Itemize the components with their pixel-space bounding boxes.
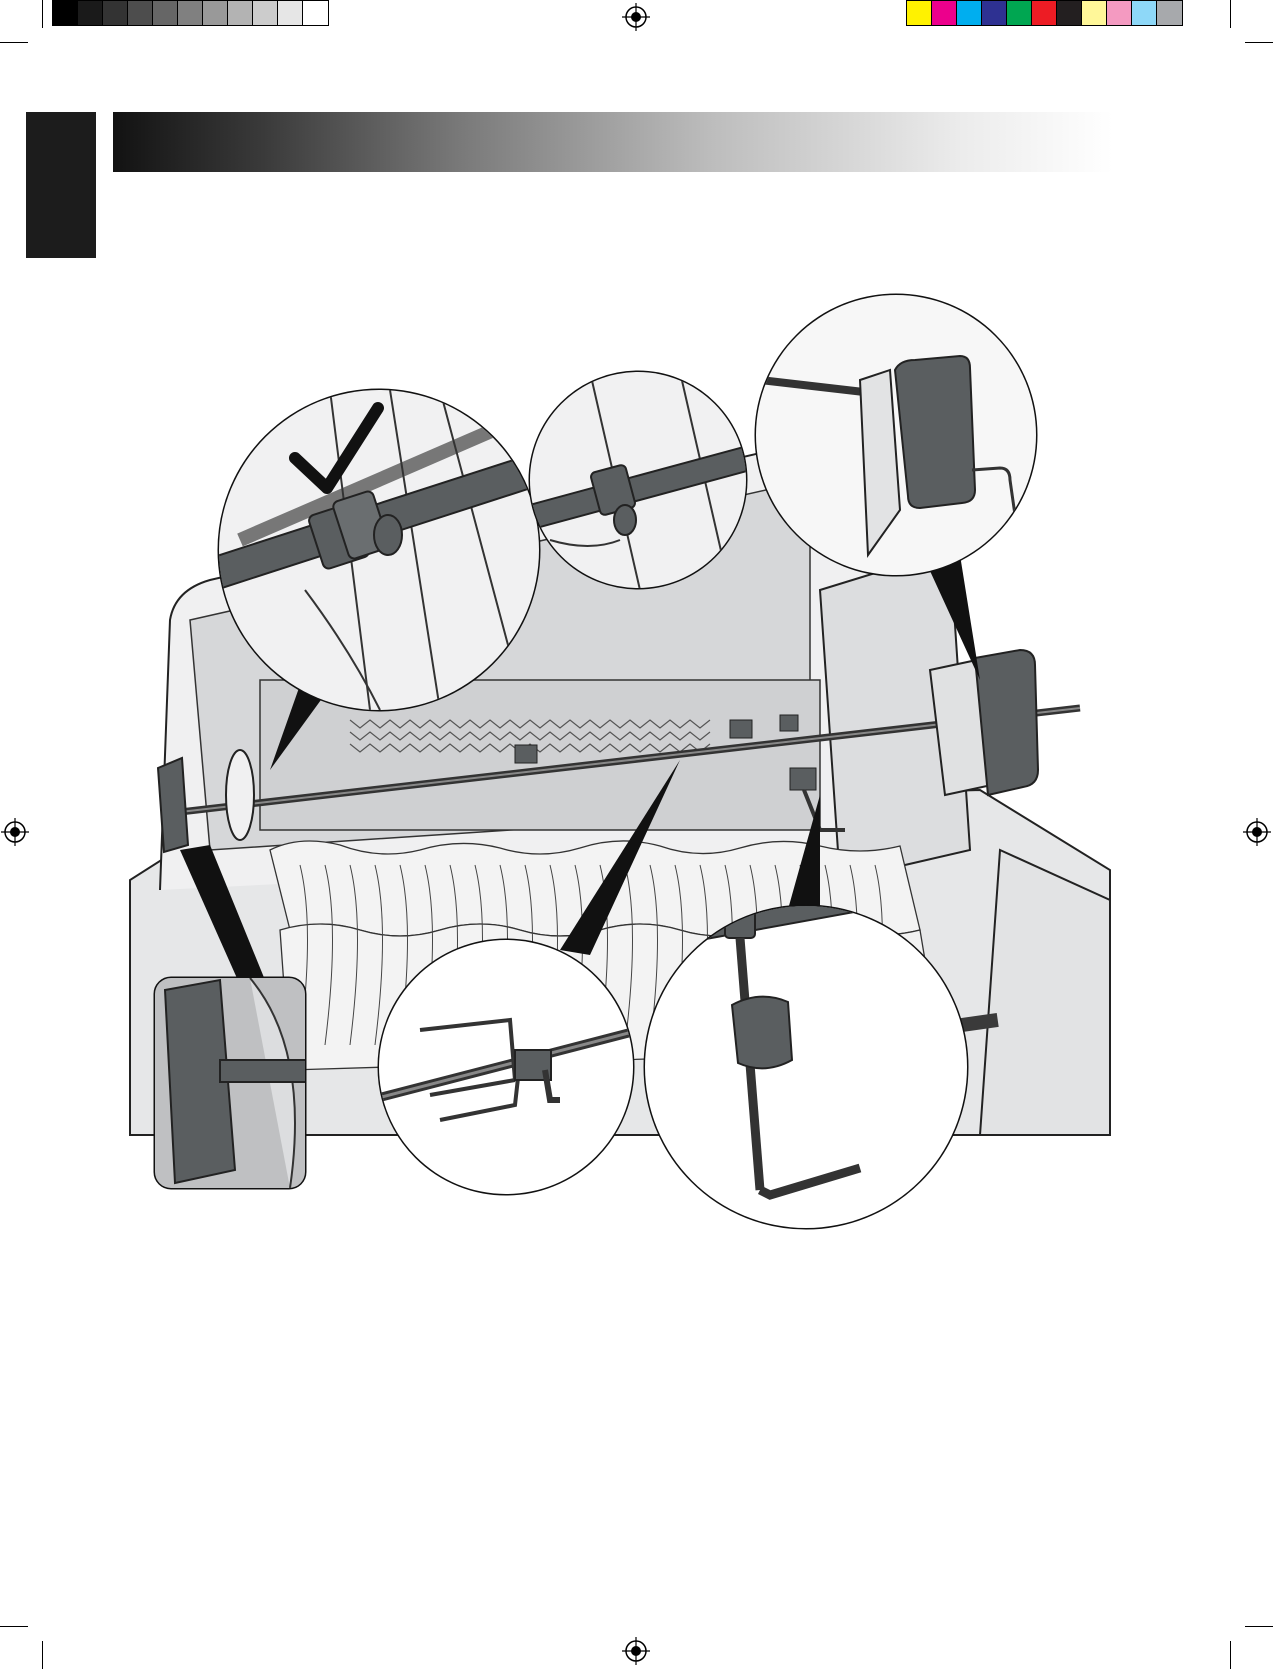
gray-swatch	[103, 1, 128, 25]
gray-swatch	[228, 1, 253, 25]
registration-mark-right	[1243, 818, 1271, 846]
registration-mark-bottom	[622, 1637, 650, 1665]
color-swatch	[1032, 1, 1057, 25]
crop-mark	[0, 42, 28, 43]
gray-swatch	[128, 1, 153, 25]
crop-mark	[1245, 1626, 1273, 1627]
registration-mark-left	[1, 818, 29, 846]
color-swatch	[1107, 1, 1132, 25]
section-header-bar	[113, 112, 1113, 172]
color-swatch	[907, 1, 932, 25]
color-swatch	[982, 1, 1007, 25]
gray-swatch	[203, 1, 228, 25]
gray-swatch	[78, 1, 103, 25]
color-swatch	[1057, 1, 1082, 25]
crop-mark	[42, 0, 43, 28]
gray-swatch	[253, 1, 278, 25]
color-swatch	[1082, 1, 1107, 25]
gray-swatch	[303, 1, 328, 25]
crop-mark	[1230, 1641, 1231, 1669]
color-swatch	[1157, 1, 1182, 25]
crop-mark	[0, 1626, 28, 1627]
crop-mark	[1230, 0, 1231, 28]
crop-mark	[42, 1641, 43, 1669]
gray-swatch	[53, 1, 78, 25]
rotisserie-assembly-illustration	[120, 290, 1120, 1230]
color-swatch	[1132, 1, 1157, 25]
rotisserie-motor	[930, 650, 1038, 795]
gray-swatch	[178, 1, 203, 25]
registration-mark-top	[622, 3, 650, 31]
gray-swatch	[278, 1, 303, 25]
color-swatch	[957, 1, 982, 25]
gray-calibration-bar	[52, 0, 329, 26]
crop-mark	[1245, 42, 1273, 43]
color-swatch	[1007, 1, 1032, 25]
language-side-tab	[26, 112, 96, 258]
color-swatch	[932, 1, 957, 25]
gray-swatch	[153, 1, 178, 25]
color-calibration-bar	[906, 0, 1183, 26]
